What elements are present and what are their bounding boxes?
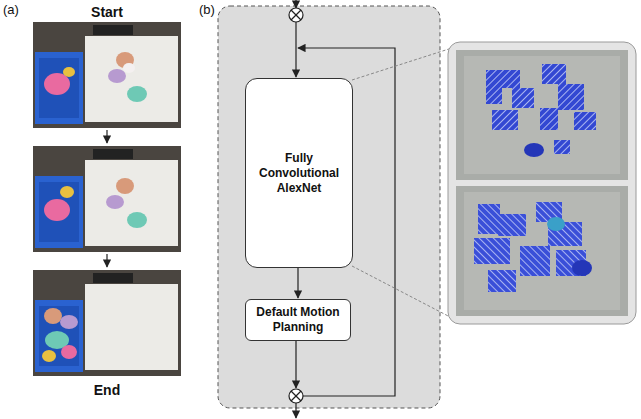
zoom-line xyxy=(352,48,452,80)
start-photo xyxy=(33,22,181,128)
panel-letter: (a) xyxy=(3,2,19,17)
process-box: Default Motion Planning xyxy=(245,299,351,341)
stage-label: Start xyxy=(67,4,147,20)
multiply-symbol xyxy=(289,8,303,22)
heatmap-image xyxy=(456,186,628,316)
flow-arrow xyxy=(297,268,298,298)
middle-photo xyxy=(33,146,181,252)
zoom-panel xyxy=(448,42,636,324)
module-panel xyxy=(218,6,440,408)
box-label: Default Motion Planning xyxy=(252,305,344,335)
heatmap-image xyxy=(456,50,628,180)
panel-letter: (b) xyxy=(199,2,215,17)
multiply-symbol xyxy=(289,389,303,403)
zoom-line xyxy=(352,266,452,318)
process-box: Fully Convolutional AlexNet xyxy=(245,78,353,268)
stage-label: End xyxy=(67,382,147,398)
end-photo xyxy=(33,270,181,376)
box-label: Fully Convolutional AlexNet xyxy=(252,151,346,196)
